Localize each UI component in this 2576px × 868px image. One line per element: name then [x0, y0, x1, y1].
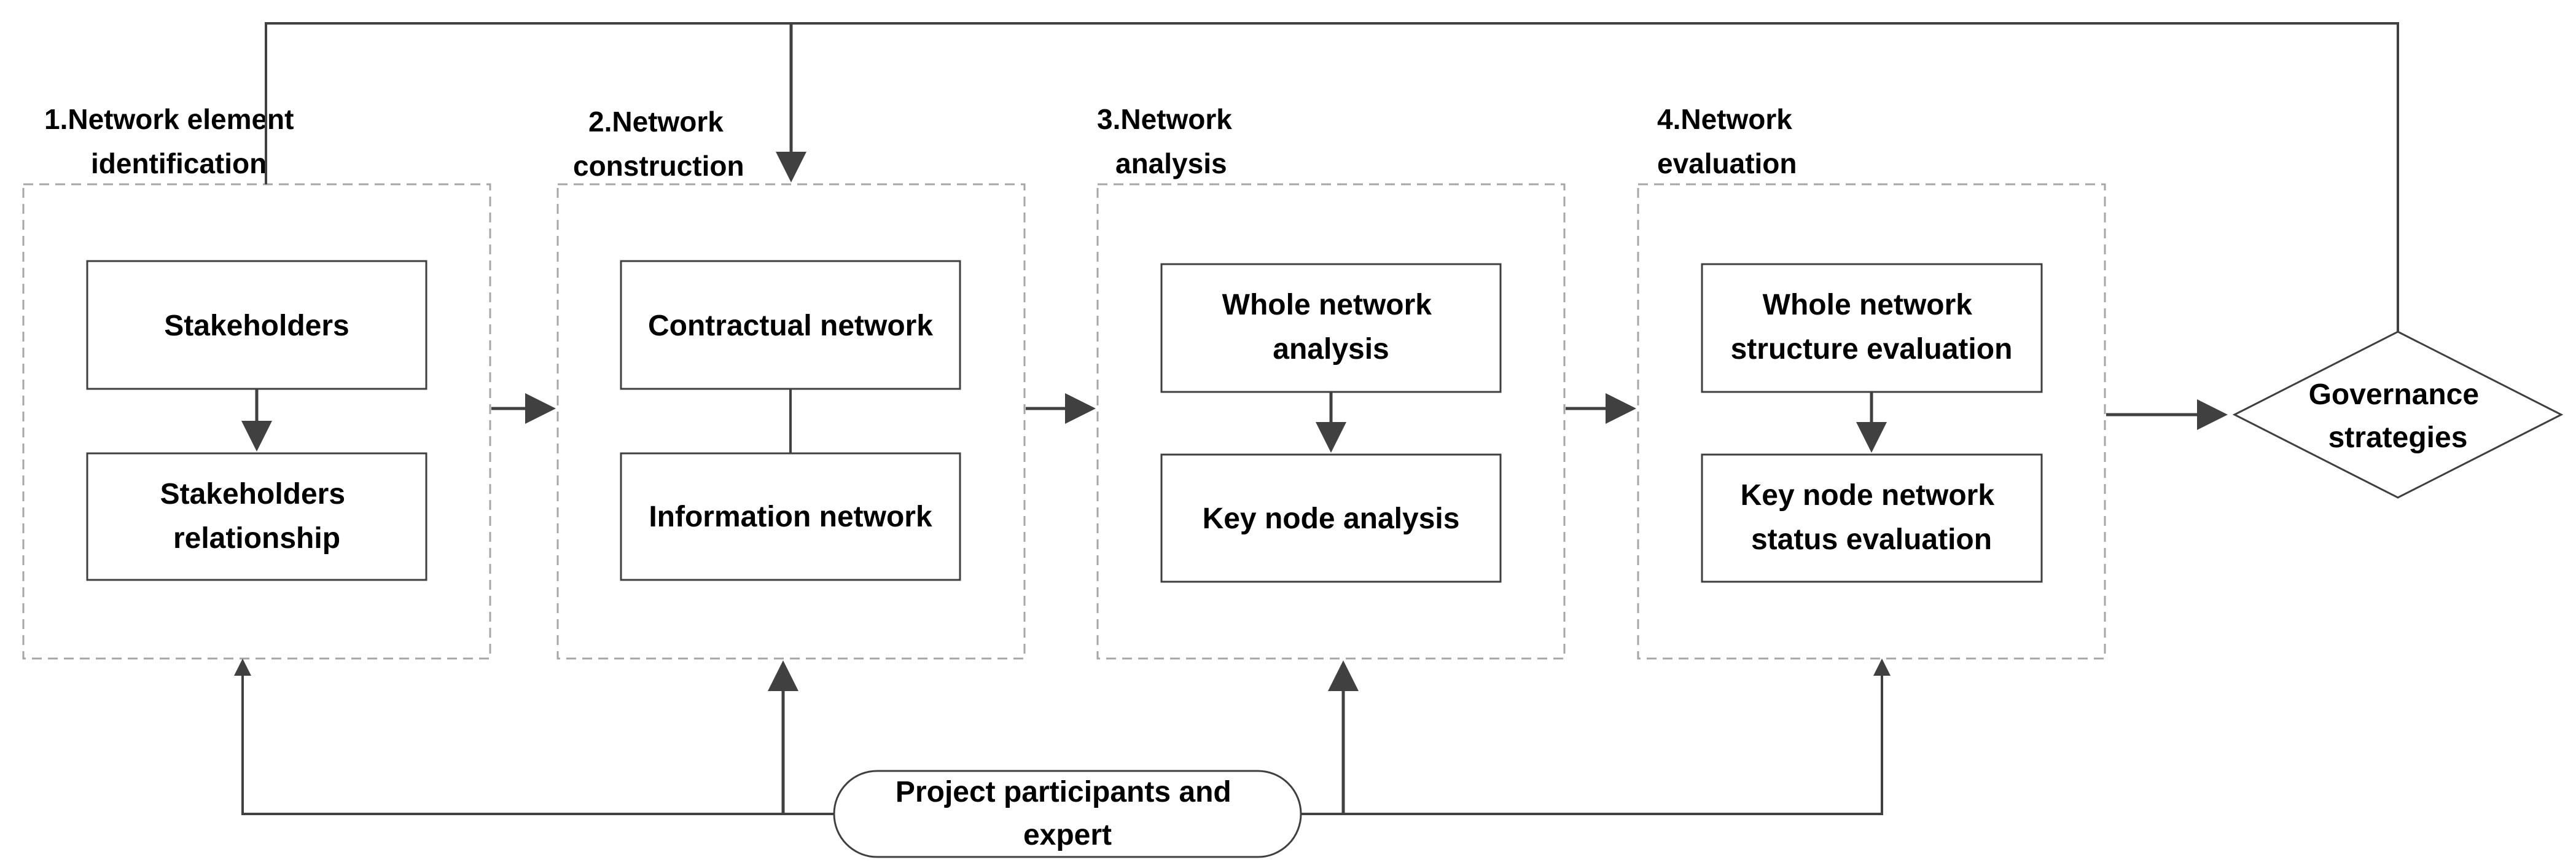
governance-strategies-label-line-1: Governance: [2309, 378, 2479, 411]
key-node-network-status-evaluation-box: [1701, 453, 2043, 583]
stakeholders-relationship-label: Stakeholders relationship: [160, 478, 354, 555]
stage-1-title-line-2: identification: [91, 147, 267, 179]
stakeholders-relationship-label-line-2: relationship: [173, 522, 340, 555]
whole-network-analysis-box: [1160, 263, 1502, 393]
stakeholders-relationship-box: [86, 452, 427, 581]
stage-4-title-line-1: 4.Network: [1657, 103, 1792, 135]
stage-4-title: 4.Network evaluation: [1657, 103, 1800, 179]
key-node-analysis-label: Key node analysis: [1203, 502, 1460, 535]
information-network-label-line-1: Information network: [649, 501, 932, 533]
whole-network-structure-evaluation-box: [1701, 263, 2043, 393]
contractual-network-label-line-1: Contractual network: [648, 310, 933, 342]
stakeholders-label-line-1: Stakeholders: [164, 310, 349, 342]
whole-network-structure-evaluation-label-line-2: structure evaluation: [1731, 333, 2013, 366]
key-node-network-status-evaluation-label-line-2: status evaluation: [1751, 523, 1992, 556]
key-node-analysis-label-line-1: Key node analysis: [1203, 502, 1460, 535]
whole-network-analysis-label-line-1: Whole network: [1222, 289, 1432, 321]
information-network-label: Information network: [649, 501, 932, 533]
information-network-box: [620, 452, 961, 581]
whole-network-analysis-label: Whole network analysis: [1222, 289, 1440, 366]
stage-2-title-line-2: construction: [573, 150, 744, 182]
participants-to-stage-1-arrowhead: [234, 659, 251, 676]
stage-3-title: 3.Network analysis: [1097, 103, 1240, 179]
key-node-network-status-evaluation-label-line-1: Key node network: [1741, 479, 1995, 512]
governance-strategies-label: Governance strategies: [2309, 378, 2488, 454]
whole-network-analysis-label-line-2: analysis: [1273, 333, 1389, 366]
governance-feedback-line: [265, 22, 2399, 332]
whole-network-structure-evaluation-label-line-1: Whole network: [1763, 289, 1973, 321]
contractual-network-label: Contractual network: [648, 310, 933, 342]
project-participants-label: Project participants and expert: [896, 776, 1239, 851]
participants-left-bus: [241, 667, 834, 815]
participants-to-stage-4-arrowhead: [1873, 659, 1891, 676]
stage-3-title-line-2: analysis: [1115, 147, 1227, 179]
stage-3-title-line-1: 3.Network: [1097, 103, 1232, 135]
stage-4-frame: [1637, 183, 2106, 660]
stage-2-frame: [556, 183, 1026, 660]
stage-4-title-line-2: evaluation: [1657, 147, 1797, 179]
stakeholders-box: [86, 260, 427, 390]
stage-1-title: 1.Network element identification: [44, 103, 302, 179]
stage-2-title-line-1: 2.Network: [588, 106, 724, 138]
governance-strategies-diamond: [2232, 330, 2564, 499]
stage-3-frame: [1096, 183, 1566, 660]
contractual-network-box: [620, 260, 961, 390]
stakeholders-relationship-label-line-1: Stakeholders: [160, 478, 345, 510]
whole-network-structure-evaluation-label: Whole network structure evaluation: [1731, 289, 2013, 366]
project-participants-label-line-2: expert: [1023, 819, 1112, 851]
stakeholders-label: Stakeholders: [164, 310, 349, 342]
project-participants-label-line-1: Project participants and: [896, 776, 1231, 808]
stage-1-title-line-1: 1.Network element: [44, 103, 294, 135]
key-node-network-status-evaluation-label: Key node network status evaluation: [1741, 479, 2003, 556]
stage-2-title: 2.Network construction: [573, 106, 744, 182]
participants-right-bus: [1301, 667, 1883, 815]
governance-strategies-label-line-2: strategies: [2328, 421, 2468, 454]
stage-1-frame: [22, 183, 491, 660]
key-node-analysis-box: [1160, 453, 1502, 583]
